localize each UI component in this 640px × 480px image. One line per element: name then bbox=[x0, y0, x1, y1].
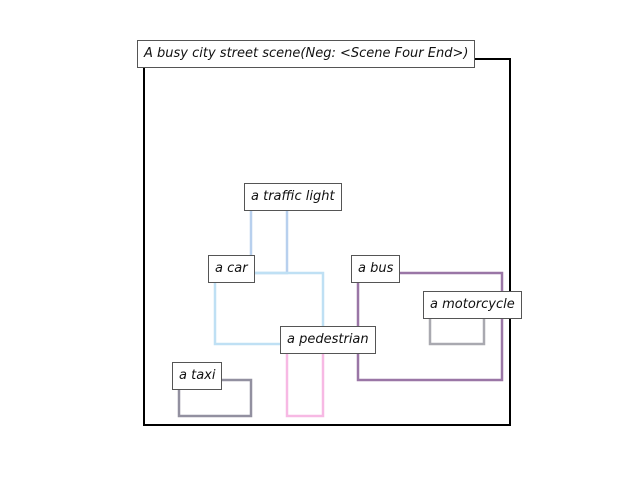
label-pedestrian: a pedestrian bbox=[280, 326, 376, 354]
label-motorcycle: a motorcycle bbox=[423, 291, 522, 319]
label-taxi: a taxi bbox=[172, 362, 223, 390]
label-traffic-light: a traffic light bbox=[244, 183, 342, 211]
label-bus: a bus bbox=[351, 255, 401, 283]
label-car: a car bbox=[208, 255, 255, 283]
box-car bbox=[213, 271, 325, 346]
scene-title: A busy city street scene(Neg: <Scene Fou… bbox=[137, 40, 476, 68]
box-pedestrian bbox=[285, 342, 325, 418]
